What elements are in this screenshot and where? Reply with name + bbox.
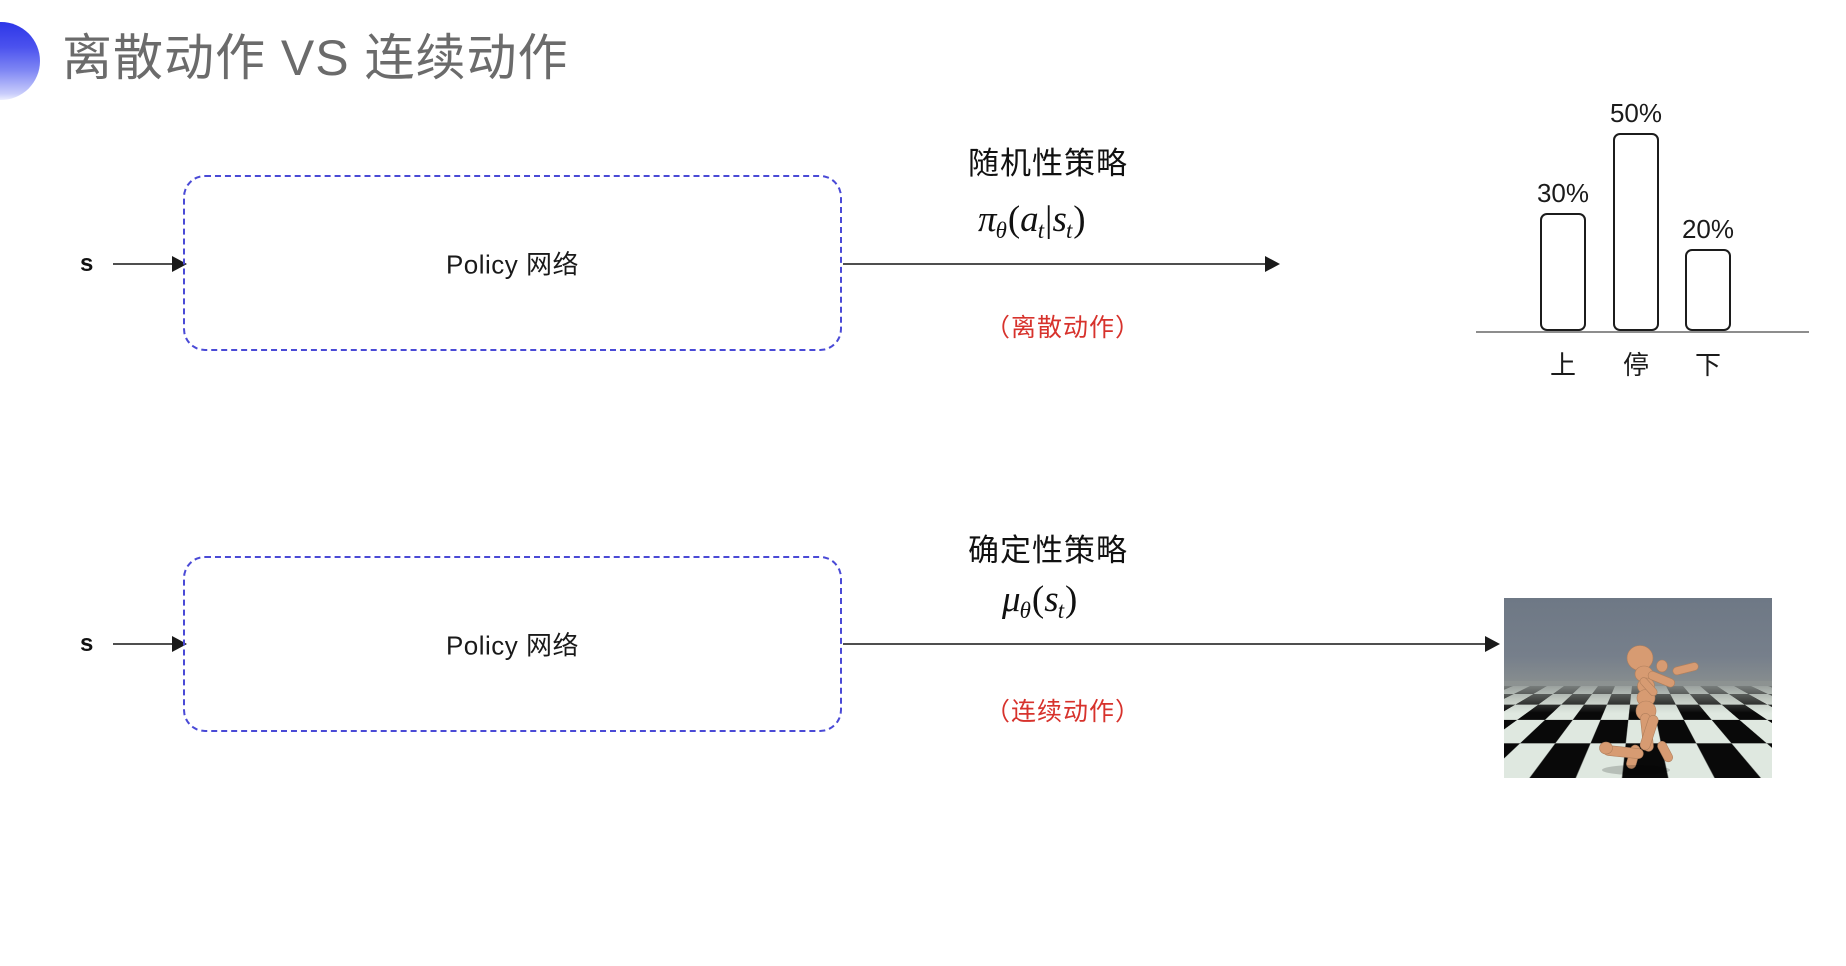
bar-value-stay: 50% xyxy=(1609,98,1663,128)
policy-network-label-continuous: Policy 网络 xyxy=(445,630,580,661)
formula-at: a xyxy=(1020,199,1039,240)
bar-value-up: 30% xyxy=(1536,178,1590,208)
formula-mu-st-sub: t xyxy=(1057,598,1065,624)
humanoid-figure-icon xyxy=(1599,645,1699,775)
policy-network-box-continuous[interactable]: Policy 网络 xyxy=(183,556,842,732)
chart-baseline-axis xyxy=(1476,331,1809,333)
formula-mu: μ xyxy=(1002,579,1021,620)
input-arrow-continuous xyxy=(113,643,185,645)
formula-st-sub: t xyxy=(1065,218,1073,244)
bar-down xyxy=(1685,249,1731,331)
formula-paren-open: ( xyxy=(1007,199,1021,240)
formula-st: s xyxy=(1052,199,1067,240)
humanoid-simulation-image xyxy=(1504,598,1772,778)
output-arrow-discrete xyxy=(843,263,1278,265)
formula-mu-theta: θ xyxy=(1019,598,1031,624)
formula-pi: π xyxy=(978,199,997,240)
bar-up xyxy=(1540,213,1586,331)
formula-mu-paren-close: ) xyxy=(1064,579,1078,620)
formula-at-sub: t xyxy=(1037,218,1045,244)
input-state-label-discrete: s xyxy=(80,250,94,277)
half-circle-bullet-icon xyxy=(0,22,40,100)
policy-type-label-discrete: 随机性策略 xyxy=(968,146,1128,181)
policy-network-label-discrete: Policy 网络 xyxy=(445,249,580,280)
formula-mu-paren-open: ( xyxy=(1031,579,1045,620)
formula-stochastic-policy: πθ(at|st) xyxy=(978,198,1086,244)
input-arrow-discrete xyxy=(113,263,185,265)
policy-network-box-discrete[interactable]: Policy 网络 xyxy=(183,175,842,351)
bar-category-up: 上 xyxy=(1549,350,1577,380)
note-continuous-action: （连续动作） xyxy=(985,698,1142,726)
page-title: 离散动作 VS 连续动作 xyxy=(62,30,569,86)
bar-stay xyxy=(1613,133,1659,331)
formula-deterministic-policy: μθ(st) xyxy=(1002,578,1078,624)
output-arrow-continuous xyxy=(843,643,1498,645)
note-discrete-action: （离散动作） xyxy=(985,314,1142,342)
policy-type-label-continuous: 确定性策略 xyxy=(968,533,1128,568)
input-state-label-continuous: s xyxy=(80,630,94,657)
formula-mu-st: s xyxy=(1044,579,1059,620)
bar-category-down: 下 xyxy=(1694,350,1722,380)
formula-bar: | xyxy=(1045,199,1053,240)
bar-category-stay: 停 xyxy=(1622,350,1650,380)
formula-paren-close: ) xyxy=(1073,199,1086,240)
bar-value-down: 20% xyxy=(1681,214,1735,244)
formula-theta: θ xyxy=(995,218,1007,244)
action-probability-bar-chart: 30% 上 50% 停 20% 下 xyxy=(1470,95,1815,395)
